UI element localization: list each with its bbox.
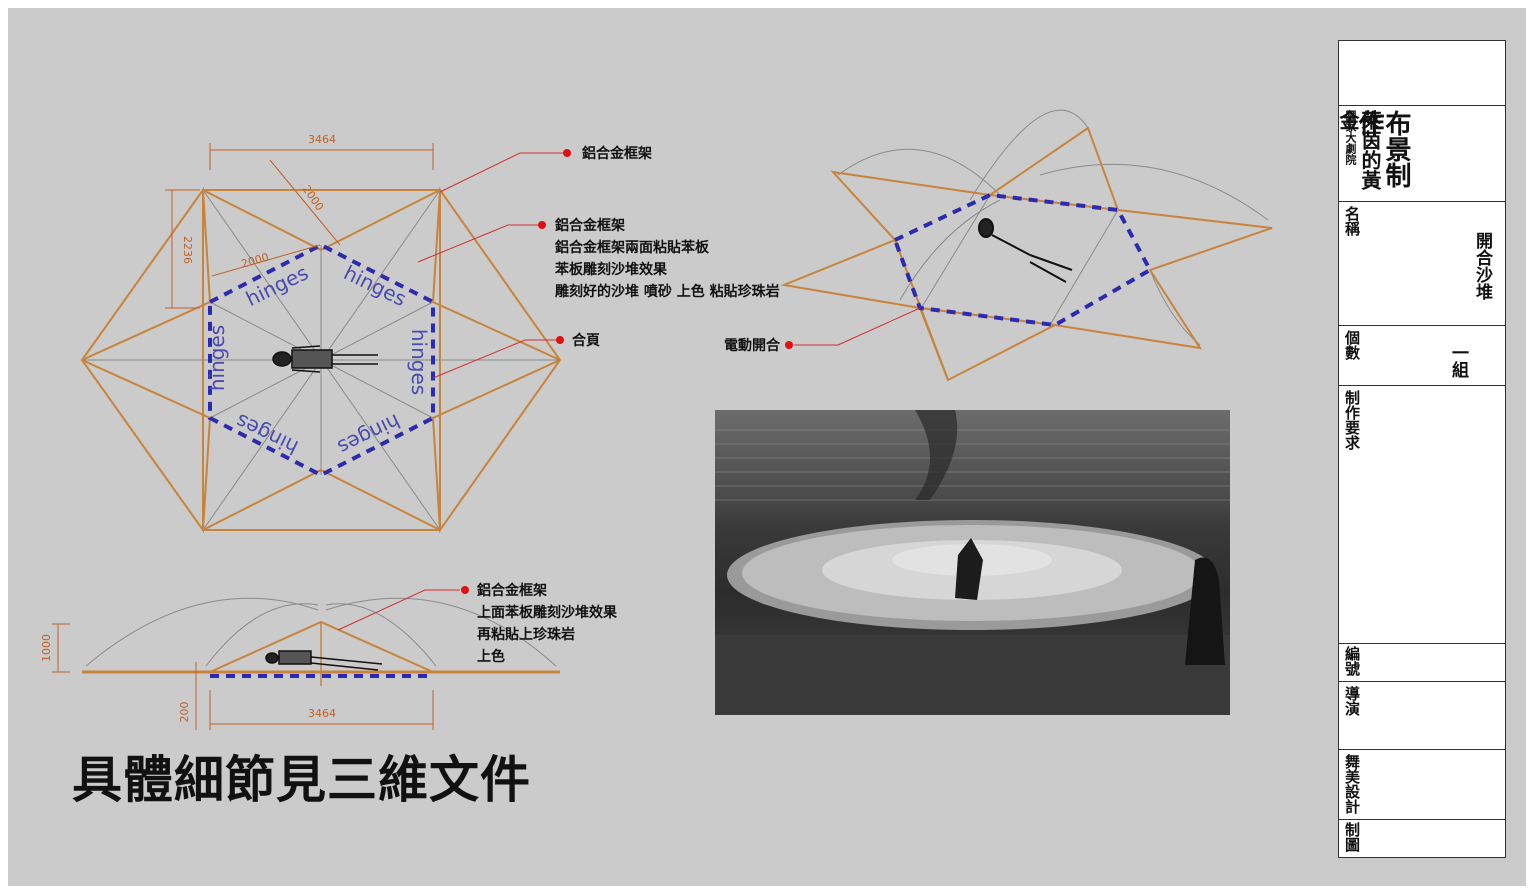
dim-top-width: 3464 (308, 133, 336, 146)
callout-side-1: 鋁合金框架 (477, 582, 547, 599)
name-cell: 名稱 開合沙堆 (1339, 201, 1505, 325)
callout-frame-top: 鋁合金框架 (582, 145, 652, 162)
count-value: 一組 (1448, 344, 1468, 378)
name-value: 開合沙堆 (1472, 232, 1492, 300)
dim-diag: 2000 (300, 183, 327, 213)
hinge-label-4: hinges (407, 329, 431, 395)
requirements-label: 制作要求 (1343, 390, 1361, 450)
star-plan-view: 3464 2000 2236 2000 hinges hinges hinges… (80, 133, 562, 534)
drafter-label: 制圖 (1343, 822, 1361, 852)
code-cell: 編號 (1339, 643, 1505, 681)
reclining-figure-icon (272, 345, 378, 373)
name-label: 名稱 (1343, 206, 1361, 236)
dim-height: 2236 (181, 236, 194, 264)
callout-motor: 電動開合 (724, 337, 781, 354)
heading: 布景制作 (1354, 110, 1411, 188)
dim-side-width: 3464 (308, 707, 336, 720)
director-label: 導演 (1343, 686, 1361, 716)
dim-side-height: 1000 (40, 634, 53, 662)
drafter-cell: 制圖 (1339, 819, 1505, 857)
stage-rendering-photo (715, 410, 1230, 715)
isometric-view (780, 109, 1273, 382)
callout-side-4: 上色 (477, 648, 505, 665)
hinge-label-5: hinges (232, 409, 302, 460)
count-cell: 個數 一組 (1339, 325, 1505, 385)
dim-side-base: 200 (178, 702, 191, 723)
side-elevation (52, 597, 560, 730)
callout-frame-1: 鋁合金框架 (555, 217, 625, 234)
director-cell: 導演 (1339, 681, 1505, 749)
callout-hinge: 合頁 (572, 332, 600, 349)
hinge-label-3: hinges (205, 325, 229, 391)
callout-frame-4: 雕刻好的沙堆 噴砂 上色 粘貼珍珠岩 (555, 283, 780, 300)
requirements-cell: 制作要求 (1339, 385, 1505, 643)
callout-frame-3: 苯板雕刻沙堆效果 (554, 261, 668, 278)
count-label: 個數 (1343, 330, 1361, 360)
designer-label: 舞美設計 (1343, 754, 1361, 814)
isometric-figure-icon (978, 218, 1073, 283)
callouts-side: 鋁合金框架 上面苯板雕刻沙堆效果 再粘貼上珍珠岩 上色 (337, 582, 618, 665)
drawing-note: 具體細節見三維文件 (72, 750, 531, 809)
production-cell: 布景制作 萊茵的黃金 國家大劇院 (1336, 105, 1505, 201)
code-label: 編號 (1343, 646, 1361, 676)
production-title: 萊茵的黃金 (1336, 110, 1382, 190)
callouts-plan: 鋁合金框架 鋁合金框架 鋁合金框架兩面粘貼苯板 苯板雕刻沙堆效果 雕刻好的沙堆 … (417, 145, 780, 379)
designer-cell: 舞美設計 (1339, 749, 1505, 819)
callout-motor-group: 電動開合 (724, 307, 921, 354)
callout-side-3: 再粘貼上珍珠岩 (477, 626, 575, 643)
title-block: 布景制作 萊茵的黃金 國家大劇院 名稱 開合沙堆 個數 一組 制作要求 編號 導… (1336, 40, 1506, 858)
callout-side-2: 上面苯板雕刻沙堆效果 (477, 604, 618, 621)
dim-edge: 2000 (240, 251, 270, 271)
hinge-label-2: hinges (340, 260, 410, 311)
side-figure-icon (265, 650, 383, 671)
organization: 國家大劇院 (1344, 110, 1357, 165)
callout-frame-2: 鋁合金框架兩面粘貼苯板 (555, 239, 710, 256)
